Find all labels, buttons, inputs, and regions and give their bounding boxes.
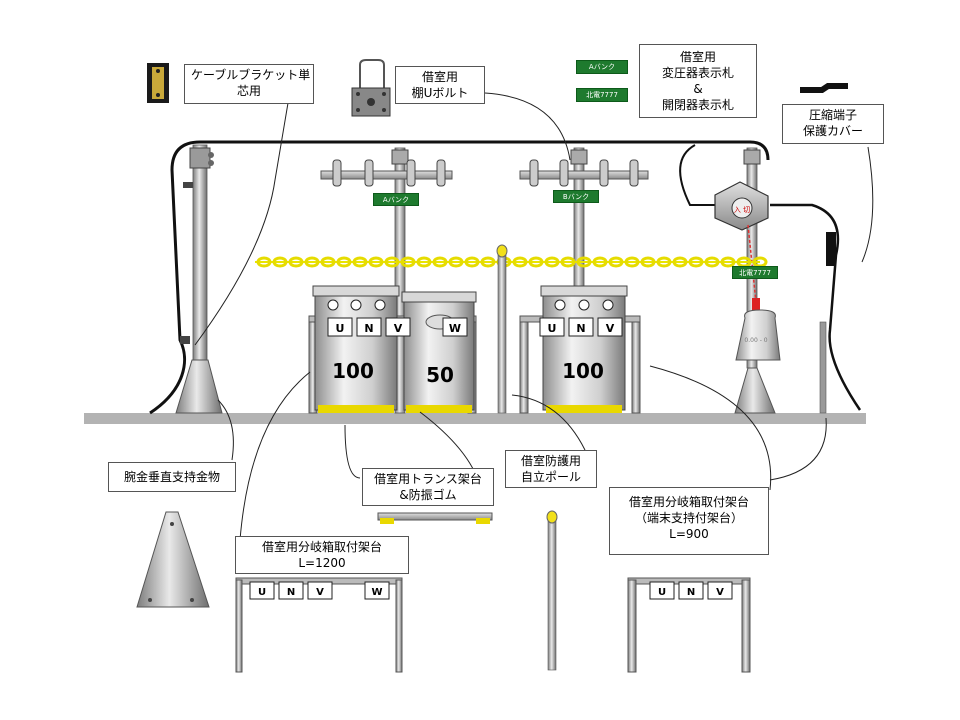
tag-hokuden: 北電7777: [732, 266, 778, 279]
floor-line: [84, 413, 866, 424]
right-switch-pole: [714, 147, 781, 414]
transformer-100-a: [312, 285, 400, 413]
tag-a-bank-sample: Aバンク: [576, 60, 628, 74]
phase-v-1200: V: [316, 587, 324, 598]
switch-text: 入 切: [734, 206, 750, 214]
phase-v-a: V: [394, 322, 403, 335]
chain-link: [272, 256, 288, 268]
tag-hokuden-sample: 北電7777: [576, 88, 628, 102]
u-bolt-icon: [351, 59, 391, 117]
chain-link: [304, 256, 320, 268]
tag-b-bank: Bバンク: [553, 190, 599, 203]
chain-link: [384, 256, 400, 268]
switch-cable-left: [679, 144, 715, 206]
chain-link: [656, 256, 672, 268]
left-support-pole: [175, 144, 223, 414]
chain-link: [432, 256, 448, 268]
chain-link: [320, 256, 336, 268]
label-trans-stand: 借室用トランス架台 &防振ゴム: [362, 468, 494, 506]
phase-boxes-a: [327, 317, 468, 337]
branch-box-mount-1200-part: [235, 577, 403, 673]
overhead-cable: [149, 140, 770, 415]
capacity-label-a: 100: [332, 359, 374, 383]
phase-n-900: N: [687, 587, 695, 598]
protection-pole-part: [546, 510, 558, 671]
chain-link: [608, 256, 624, 268]
chain-link: [400, 256, 416, 268]
branch-box-mount-900-part: [627, 577, 751, 673]
chain-link: [368, 256, 384, 268]
phase-u-b: U: [548, 322, 557, 335]
chain-link: [672, 256, 688, 268]
chain-link: [288, 256, 304, 268]
phase-n-1200: N: [287, 587, 295, 598]
phase-v-b: V: [606, 322, 615, 335]
chain-link: [528, 256, 544, 268]
chain-link: [448, 256, 464, 268]
terminal-cover-piece: [826, 232, 836, 266]
yellow-safety-chain: [255, 256, 768, 268]
label-display-tags: 借室用 変圧器表示札 & 開閉器表示札: [639, 44, 757, 118]
chain-link: [336, 256, 352, 268]
arm-vertical-support-part: [136, 511, 210, 608]
label-cable-bracket: ケーブルブラケット単 芯用: [184, 64, 314, 104]
chain-link: [624, 256, 640, 268]
label-protection-pole: 借室防護用 自立ポール: [505, 450, 597, 488]
cable-bracket-icon: [147, 63, 169, 103]
chain-link: [688, 256, 704, 268]
switch-cable-right: [770, 203, 862, 411]
phase-n-a: N: [364, 322, 373, 335]
label-branch-box-mount-900: 借室用分岐箱取付架台 （端末支持付架台） L=900: [609, 487, 769, 555]
phase-u-900: U: [658, 587, 666, 598]
terminal-support-rail: [819, 321, 827, 414]
transformer-50: [401, 291, 477, 413]
b-bank-pole: [519, 147, 649, 319]
chain-link: [256, 256, 272, 268]
chain-link: [576, 256, 592, 268]
chain-link: [704, 256, 720, 268]
phase-u-a: U: [336, 322, 345, 335]
trans-stand-part: [377, 512, 493, 524]
chain-link: [416, 256, 432, 268]
protection-pole: [496, 244, 508, 414]
label-branch-box-mount-1200: 借室用分岐箱取付架台 L=1200: [235, 536, 409, 574]
label-shelf-u-bolt: 借室用 棚Uボルト: [395, 66, 485, 104]
label-arm-vertical-support: 腕金垂直支持金物: [108, 462, 236, 492]
callout-lines: [194, 92, 874, 541]
chain-link: [560, 256, 576, 268]
phase-n-b: N: [576, 322, 585, 335]
transformer-100-b: [540, 285, 628, 413]
terminal-text: 0.00 - 0: [744, 337, 767, 344]
capacity-label-b: 100: [562, 359, 604, 383]
phase-u-1200: U: [258, 587, 266, 598]
phase-boxes-b: [539, 317, 623, 337]
capacity-label-50: 50: [426, 363, 454, 387]
phase-w-1200: W: [371, 587, 382, 598]
chain-link: [480, 256, 496, 268]
label-terminal-cover: 圧縮端子 保護カバー: [782, 104, 884, 144]
chain-link: [720, 256, 736, 268]
chain-link: [512, 256, 528, 268]
terminal-cover-icon: [800, 83, 848, 93]
chain-link: [464, 256, 480, 268]
tag-a-bank: Aバンク: [373, 193, 419, 206]
phase-w-a: W: [449, 322, 461, 335]
phase-v-900: V: [716, 587, 724, 598]
chain-link: [352, 256, 368, 268]
a-bank-pole: [320, 147, 453, 414]
chain-link: [544, 256, 560, 268]
chain-link: [592, 256, 608, 268]
chain-link: [640, 256, 656, 268]
